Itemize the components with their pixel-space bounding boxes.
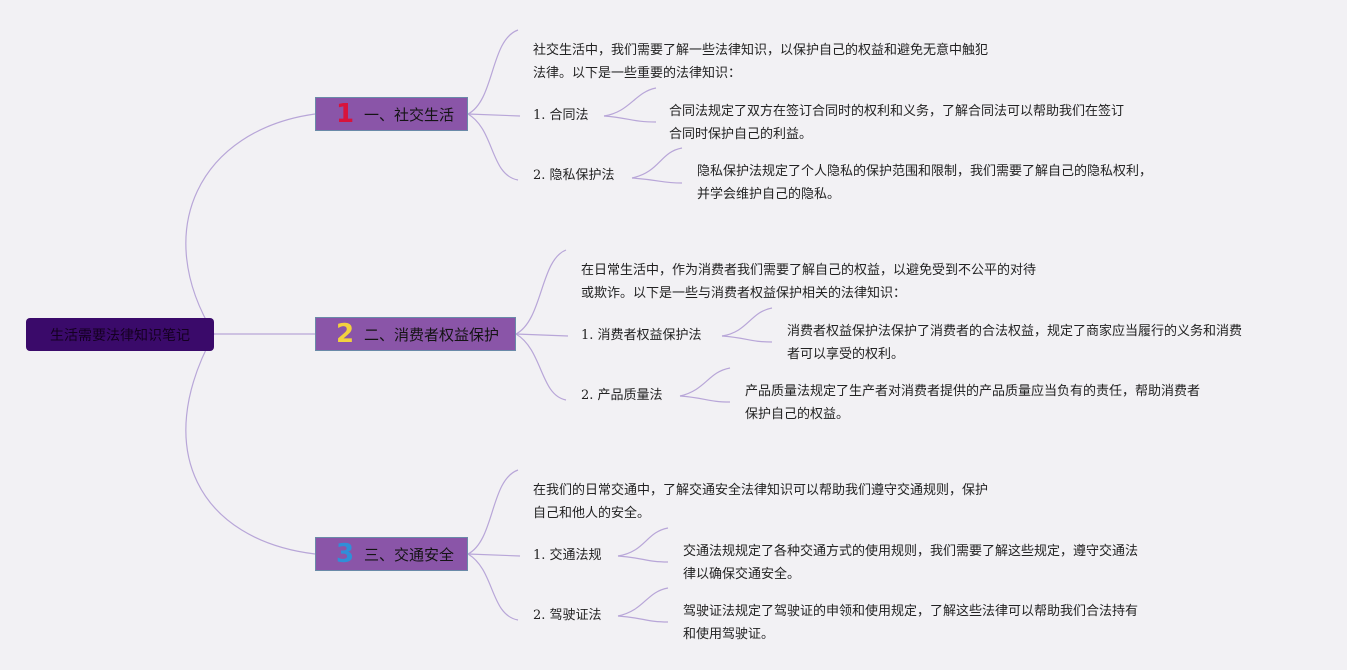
section-title: 二、消费者权益保护 (364, 325, 500, 344)
item-description[interactable]: 合同法规定了双方在签订合同时的权利和义务，了解合同法可以帮助我们在签订 合同时保… (669, 100, 1124, 146)
item-privacy-law[interactable]: 2. 隐私保护法 (533, 168, 615, 183)
item-product-quality-law[interactable]: 2. 产品质量法 (581, 388, 663, 403)
section-node-social-life[interactable]: 1 一、社交生活 (315, 97, 468, 131)
intro-line: 或欺诈。以下是一些与消费者权益保护相关的法律知识： (581, 286, 907, 301)
item-contract-law[interactable]: 1. 合同法 (533, 108, 589, 123)
intro-line: 法律。以下是一些重要的法律知识： (533, 66, 742, 81)
desc-line: 保护自己的权益。 (745, 407, 850, 422)
item-description[interactable]: 产品质量法规定了生产者对消费者提供的产品质量应当负有的责任，帮助消费者 保护自己… (745, 380, 1200, 426)
number-1-icon: 1 (335, 99, 355, 129)
number-3-icon: 3 (335, 539, 355, 569)
desc-line: 并学会维护自己的隐私。 (697, 187, 841, 202)
desc-line: 交通法规规定了各种交通方式的使用规则，我们需要了解这些规定，遵守交通法 (683, 544, 1139, 559)
intro-line: 在我们的日常交通中，了解交通安全法律知识可以帮助我们遵守交通规则，保护 (533, 483, 989, 498)
section-node-traffic-safety[interactable]: 3 三、交通安全 (315, 537, 468, 571)
root-title: 生活需要法律知识笔记 (50, 327, 190, 344)
item-traffic-regulations[interactable]: 1. 交通法规 (533, 548, 602, 563)
desc-line: 合同法规定了双方在签订合同时的权利和义务，了解合同法可以帮助我们在签订 (669, 104, 1125, 119)
desc-line: 律以确保交通安全。 (683, 567, 801, 582)
section-intro[interactable]: 社交生活中，我们需要了解一些法律知识，以保护自己的权益和避免无意中触犯 法律。以… (533, 39, 988, 85)
desc-line: 产品质量法规定了生产者对消费者提供的产品质量应当负有的责任，帮助消费者 (745, 384, 1201, 399)
desc-line: 和使用驾驶证。 (683, 627, 775, 642)
section-title: 一、社交生活 (364, 105, 455, 124)
root-node[interactable]: 生活需要法律知识笔记 (26, 318, 214, 351)
desc-line: 驾驶证法规定了驾驶证的申领和使用规定，了解这些法律可以帮助我们合法持有 (683, 604, 1139, 619)
desc-line: 隐私保护法规定了个人隐私的保护范围和限制，我们需要了解自己的隐私权利， (697, 164, 1153, 179)
desc-line: 合同时保护自己的利益。 (669, 127, 813, 142)
item-consumer-protection-law[interactable]: 1. 消费者权益保护法 (581, 328, 702, 343)
number-2-icon: 2 (335, 319, 355, 349)
intro-line: 自己和他人的安全。 (533, 506, 651, 521)
item-driving-license-law[interactable]: 2. 驾驶证法 (533, 608, 602, 623)
section-intro[interactable]: 在日常生活中，作为消费者我们需要了解自己的权益，以避免受到不公平的对待 或欺诈。… (581, 259, 1036, 305)
intro-line: 社交生活中，我们需要了解一些法律知识，以保护自己的权益和避免无意中触犯 (533, 43, 989, 58)
intro-line: 在日常生活中，作为消费者我们需要了解自己的权益，以避免受到不公平的对待 (581, 263, 1037, 278)
desc-line: 消费者权益保护法保护了消费者的合法权益，规定了商家应当履行的义务和消费 (787, 324, 1243, 339)
item-description[interactable]: 驾驶证法规定了驾驶证的申领和使用规定，了解这些法律可以帮助我们合法持有 和使用驾… (683, 600, 1138, 646)
desc-line: 者可以享受的权利。 (787, 347, 905, 362)
section-title: 三、交通安全 (364, 545, 455, 564)
section-intro[interactable]: 在我们的日常交通中，了解交通安全法律知识可以帮助我们遵守交通规则，保护 自己和他… (533, 479, 988, 525)
item-description[interactable]: 隐私保护法规定了个人隐私的保护范围和限制，我们需要了解自己的隐私权利， 并学会维… (697, 160, 1152, 206)
item-description[interactable]: 消费者权益保护法保护了消费者的合法权益，规定了商家应当履行的义务和消费 者可以享… (787, 320, 1242, 366)
item-description[interactable]: 交通法规规定了各种交通方式的使用规则，我们需要了解这些规定，遵守交通法 律以确保… (683, 540, 1138, 586)
section-node-consumer-rights[interactable]: 2 二、消费者权益保护 (315, 317, 516, 351)
